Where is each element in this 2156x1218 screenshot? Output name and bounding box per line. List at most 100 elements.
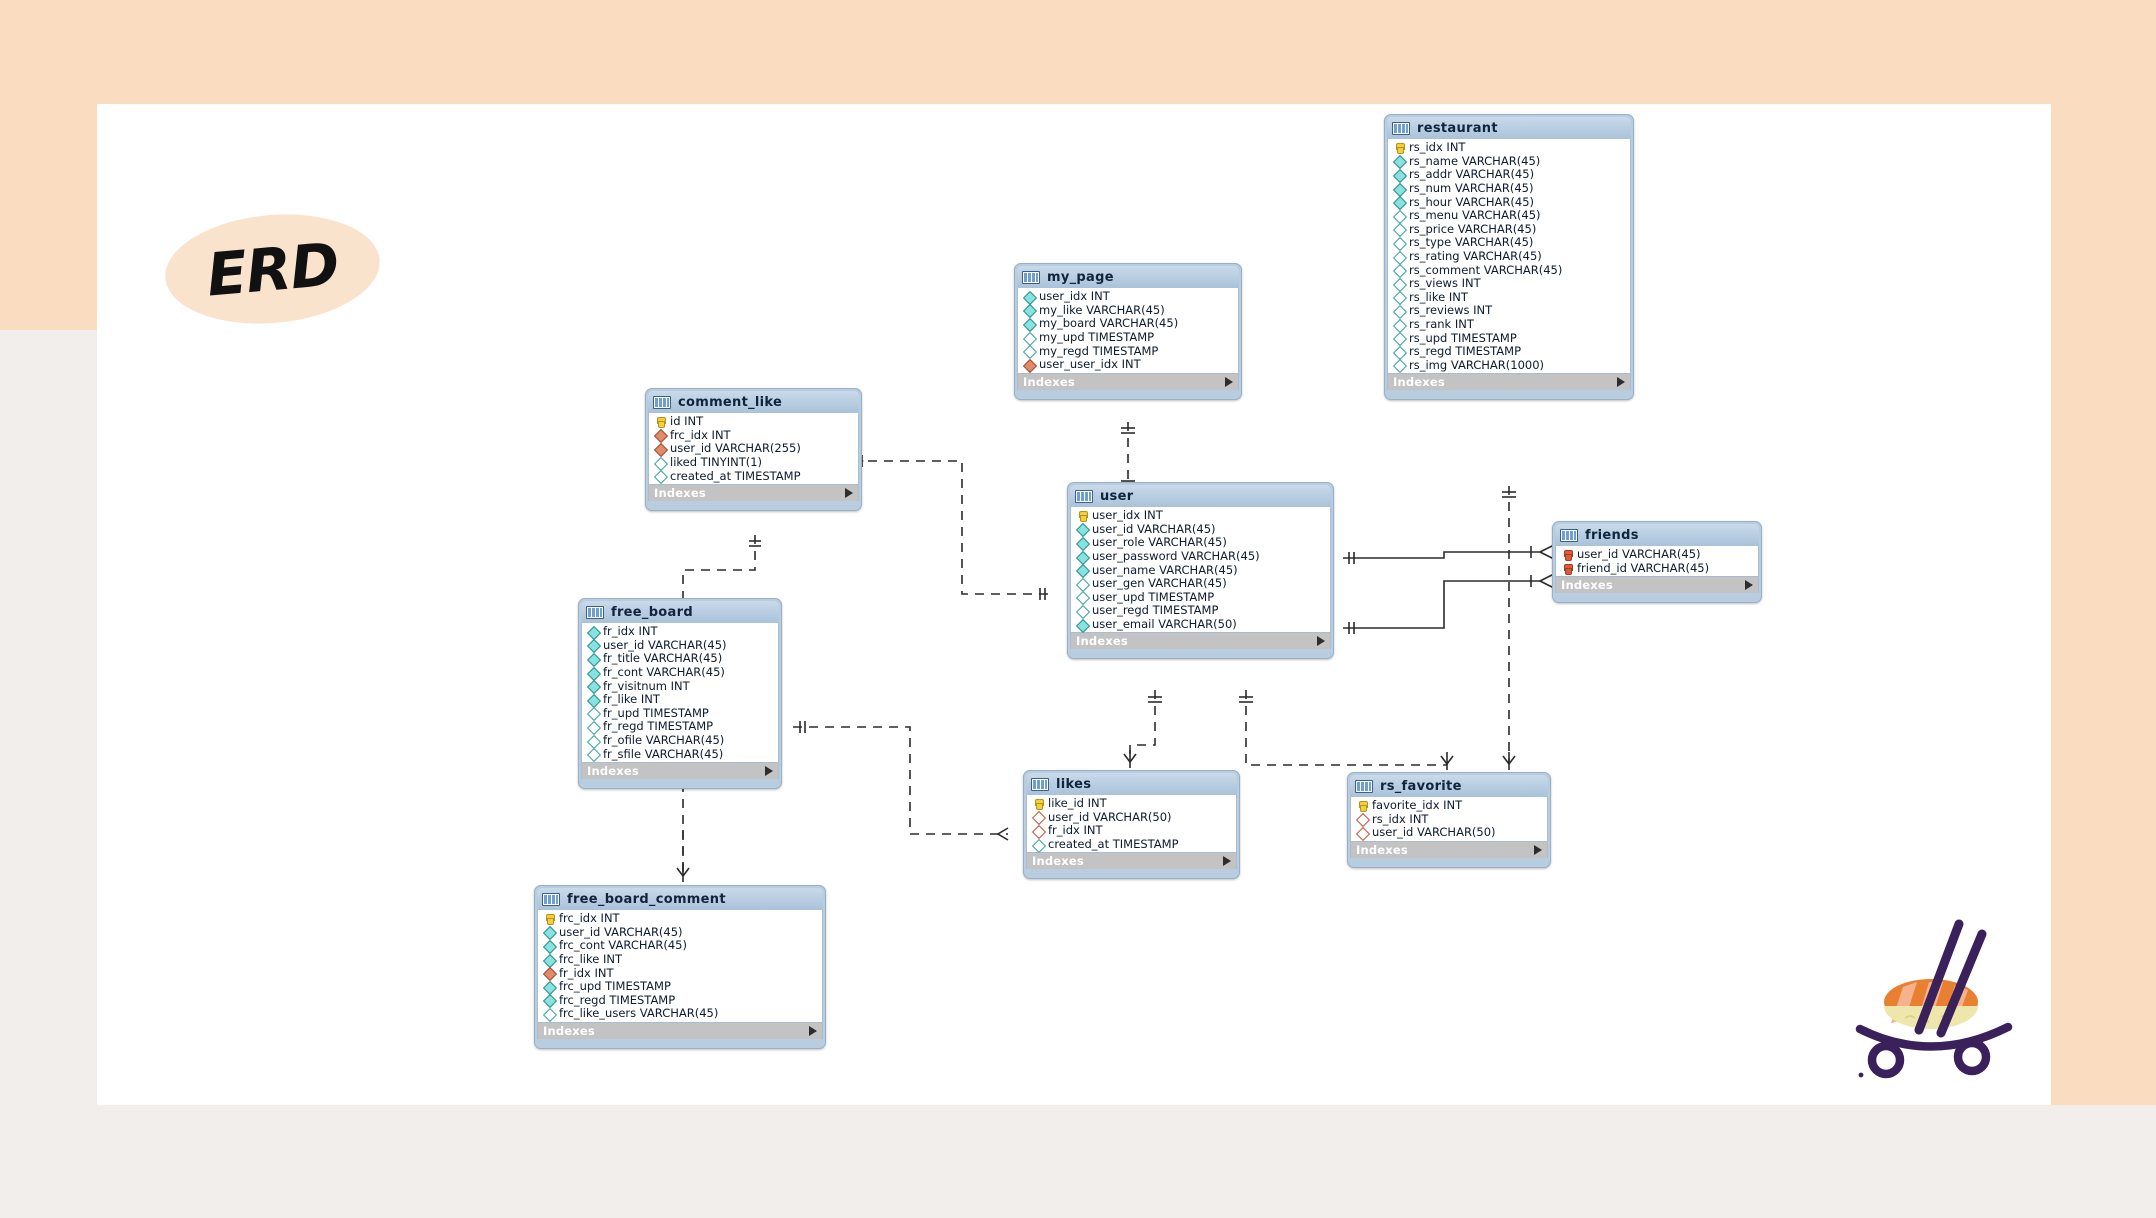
table-header-restaurant[interactable]: restaurant [1387,117,1631,139]
table-column[interactable]: frc_cont VARCHAR(45) [538,939,822,953]
expand-arrow-icon[interactable] [1223,856,1231,867]
table-column[interactable]: rs_rating VARCHAR(45) [1388,250,1630,264]
expand-arrow-icon[interactable] [1225,376,1233,387]
expand-arrow-icon[interactable] [765,765,773,776]
table-column[interactable]: rs_regd TIMESTAMP [1388,345,1630,359]
table-column[interactable]: rs_idx INT [1351,813,1547,827]
table-column[interactable]: user_id VARCHAR(45) [538,926,822,940]
table-column[interactable]: user_name VARCHAR(45) [1071,563,1330,577]
table-header-rs_favorite[interactable]: rs_favorite [1350,775,1548,797]
table-indexes-friends[interactable]: Indexes [1555,576,1759,594]
table-column[interactable]: user_id VARCHAR(45) [1071,523,1330,537]
table-column[interactable]: favorite_idx INT [1351,799,1547,813]
table-column[interactable]: frc_upd TIMESTAMP [538,980,822,994]
table-column[interactable]: rs_hour VARCHAR(45) [1388,195,1630,209]
table-column[interactable]: rs_num VARCHAR(45) [1388,182,1630,196]
table-header-free_board[interactable]: free_board [581,601,779,623]
expand-arrow-icon[interactable] [845,487,853,498]
table-column[interactable]: rs_like INT [1388,291,1630,305]
table-column[interactable]: my_upd TIMESTAMP [1018,331,1238,345]
table-indexes-my_page[interactable]: Indexes [1017,372,1239,390]
table-column[interactable]: user_idx INT [1018,290,1238,304]
table-column[interactable]: rs_reviews INT [1388,304,1630,318]
table-column[interactable]: user_upd TIMESTAMP [1071,591,1330,605]
table-column[interactable]: my_regd TIMESTAMP [1018,344,1238,358]
table-indexes-comment_like[interactable]: Indexes [648,483,859,501]
table-column[interactable]: friend_id VARCHAR(45) [1556,562,1758,576]
table-indexes-free_board_comment[interactable]: Indexes [537,1021,823,1039]
table-column[interactable]: fr_ofile VARCHAR(45) [582,734,778,748]
table-column[interactable]: rs_img VARCHAR(1000) [1388,359,1630,373]
table-indexes-likes[interactable]: Indexes [1026,852,1237,870]
table-column[interactable]: user_email VARCHAR(50) [1071,618,1330,632]
table-column[interactable]: my_like VARCHAR(45) [1018,304,1238,318]
table-column[interactable]: rs_menu VARCHAR(45) [1388,209,1630,223]
table-column[interactable]: fr_idx INT [582,625,778,639]
table-indexes-rs_favorite[interactable]: Indexes [1350,840,1548,858]
table-column[interactable]: frc_like INT [538,953,822,967]
expand-arrow-icon[interactable] [1745,580,1753,591]
table-indexes-user[interactable]: Indexes [1070,632,1331,650]
table-column[interactable]: user_id VARCHAR(45) [582,639,778,653]
table-column[interactable]: frc_idx INT [649,429,858,443]
table-header-free_board_comment[interactable]: free_board_comment [537,888,823,910]
table-header-my_page[interactable]: my_page [1017,266,1239,288]
table-column[interactable]: user_id VARCHAR(255) [649,442,858,456]
table-column[interactable]: user_id VARCHAR(50) [1351,826,1547,840]
expand-arrow-icon[interactable] [1534,844,1542,855]
table-column[interactable]: rs_views INT [1388,277,1630,291]
table-column[interactable]: rs_upd TIMESTAMP [1388,331,1630,345]
table-column[interactable]: frc_idx INT [538,912,822,926]
table-column[interactable]: created_at TIMESTAMP [1027,838,1236,852]
table-column[interactable]: rs_idx INT [1388,141,1630,155]
table-column[interactable]: user_user_idx INT [1018,358,1238,372]
table-column[interactable]: like_id INT [1027,797,1236,811]
table-column[interactable]: user_id VARCHAR(50) [1027,811,1236,825]
table-header-likes[interactable]: likes [1026,773,1237,795]
table-header-user[interactable]: user [1070,485,1331,507]
table-header-comment_like[interactable]: comment_like [648,391,859,413]
table-column[interactable]: my_board VARCHAR(45) [1018,317,1238,331]
table-column[interactable]: rs_price VARCHAR(45) [1388,223,1630,237]
table-column[interactable]: fr_visitnum INT [582,679,778,693]
table-column[interactable]: fr_idx INT [1027,824,1236,838]
table-column[interactable]: rs_name VARCHAR(45) [1388,155,1630,169]
table-column[interactable]: user_regd TIMESTAMP [1071,604,1330,618]
table-indexes-free_board[interactable]: Indexes [581,761,779,779]
table-column[interactable]: fr_upd TIMESTAMP [582,707,778,721]
table-column[interactable]: rs_comment VARCHAR(45) [1388,263,1630,277]
expand-arrow-icon[interactable] [809,1025,817,1036]
table-column[interactable]: frc_like_users VARCHAR(45) [538,1007,822,1021]
table-column[interactable]: liked TINYINT(1) [649,456,858,470]
table-column[interactable]: fr_idx INT [538,966,822,980]
table-indexes-restaurant[interactable]: Indexes [1387,373,1631,391]
table-column[interactable]: user_role VARCHAR(45) [1071,536,1330,550]
table-column[interactable]: rs_addr VARCHAR(45) [1388,168,1630,182]
table-header-friends[interactable]: friends [1555,524,1759,546]
table-column[interactable]: id INT [649,415,858,429]
table-column[interactable]: user_id VARCHAR(45) [1556,548,1758,562]
erd-table-friends[interactable]: friends user_id VARCHAR(45)friend_id VARC… [1552,521,1762,604]
table-column[interactable]: fr_title VARCHAR(45) [582,652,778,666]
table-column[interactable]: fr_cont VARCHAR(45) [582,666,778,680]
expand-arrow-icon[interactable] [1617,377,1625,388]
table-column[interactable]: rs_rank INT [1388,318,1630,332]
table-column[interactable]: fr_like INT [582,693,778,707]
table-column[interactable]: rs_type VARCHAR(45) [1388,236,1630,250]
table-column[interactable]: fr_regd TIMESTAMP [582,720,778,734]
table-column[interactable]: user_password VARCHAR(45) [1071,550,1330,564]
table-column[interactable]: fr_sfile VARCHAR(45) [582,747,778,761]
table-column[interactable]: user_idx INT [1071,509,1330,523]
table-column[interactable]: created_at TIMESTAMP [649,469,858,483]
table-column[interactable]: frc_regd TIMESTAMP [538,994,822,1008]
expand-arrow-icon[interactable] [1317,636,1325,647]
table-column[interactable]: user_gen VARCHAR(45) [1071,577,1330,591]
